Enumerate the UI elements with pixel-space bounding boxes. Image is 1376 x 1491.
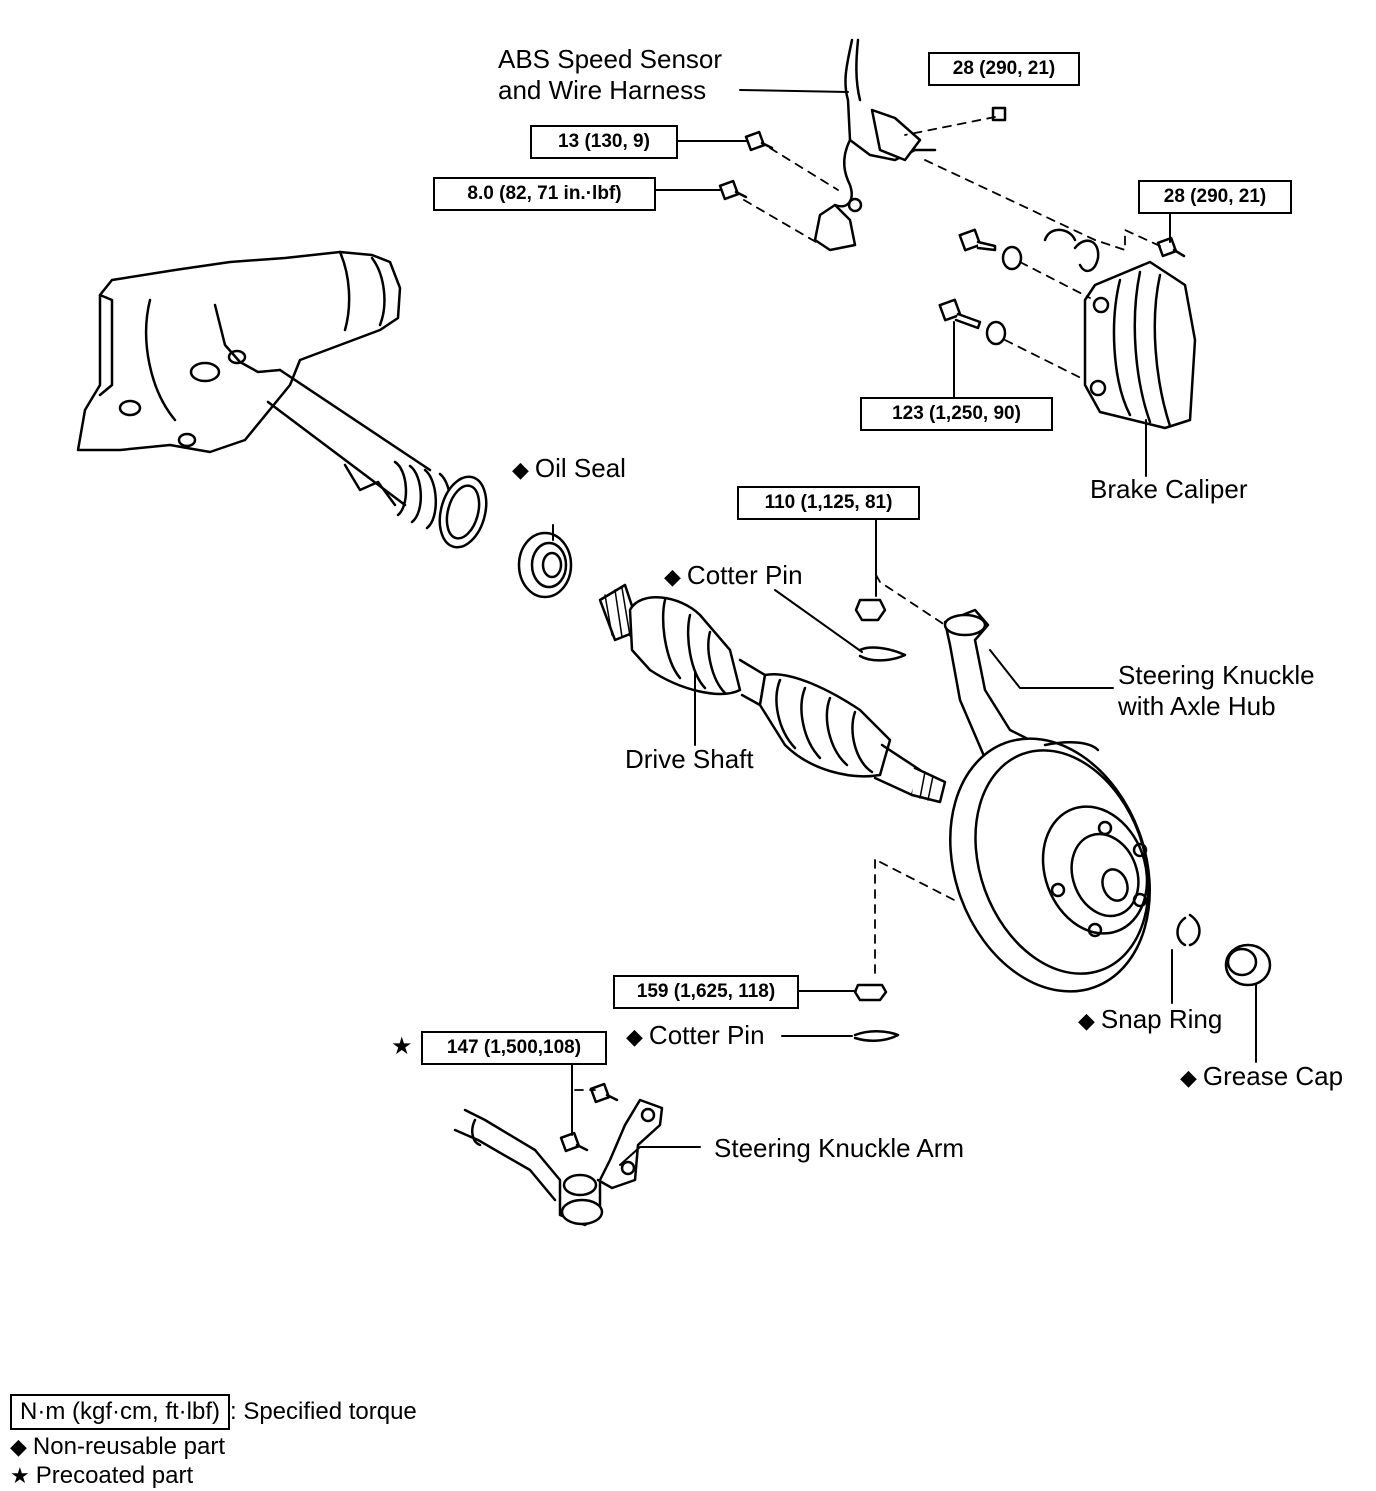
legend-precoated-text: Precoated part (35, 1462, 194, 1489)
legend-precoated-row: ★Precoated part (10, 1461, 193, 1491)
torque-box-abs-harness: 13 (130, 9) (530, 125, 678, 159)
snap-ring-text: Snap Ring (1100, 1004, 1223, 1034)
steering-knuckle-label-line1: Steering Knuckle (1118, 660, 1315, 690)
non-reusable-mark: ◆ (664, 564, 681, 589)
oil-seal-text: Oil Seal (534, 453, 626, 483)
cotter-pin-lower-text: Cotter Pin (648, 1020, 765, 1050)
knuckle-arm-part (453, 1098, 664, 1227)
legend-torque-row: N·m (kgf·cm, ft·lbf): Specified torque (10, 1394, 417, 1430)
legend-star-mark: ★ (10, 1463, 30, 1488)
non-reusable-mark: ◆ (1180, 1065, 1197, 1090)
non-reusable-mark: ◆ (512, 457, 529, 482)
precoated-star-mark: ★ (391, 1033, 413, 1060)
torque-box-upper-nut: 110 (1,125, 81) (737, 486, 920, 520)
legend-diamond-mark: ◆ (10, 1434, 27, 1459)
legend-nonreusable-row: ◆Non-reusable part (10, 1432, 225, 1462)
non-reusable-mark: ◆ (626, 1024, 643, 1049)
legend-torque-desc: : Specified torque (229, 1398, 417, 1425)
snap-ring-label: ◆Snap Ring (1078, 1004, 1222, 1036)
legend-torque-box: N·m (kgf·cm, ft·lbf) (10, 1394, 230, 1430)
brake-caliper-part (1043, 228, 1197, 430)
torque-box-caliper-bracket: 28 (290, 21) (1138, 180, 1292, 214)
torque-box-abs-sensor: 8.0 (82, 71 in.·lbf) (433, 177, 656, 211)
torque-box-caliper-bolt: 123 (1,250, 90) (860, 397, 1053, 431)
cotter-pin-upper-text: Cotter Pin (686, 560, 803, 590)
steering-knuckle-arm-label: Steering Knuckle Arm (714, 1133, 965, 1163)
oil-seal-part (517, 531, 573, 599)
grease-cap-label: ◆Grease Cap (1180, 1061, 1343, 1093)
brake-caliper-label: Brake Caliper (1090, 474, 1248, 504)
cotter-pin-upper-label: ◆Cotter Pin (664, 560, 803, 592)
abs-sensor-label-line2: and Wire Harness (498, 75, 707, 105)
fasteners (559, 106, 1272, 1153)
alignment-lines (574, 116, 1161, 1091)
non-reusable-mark: ◆ (1078, 1008, 1095, 1033)
abs-sensor-part (813, 38, 937, 252)
leader-lines (552, 89, 1257, 1166)
differential-housing (76, 250, 488, 549)
knuckle-hub-part (943, 608, 1151, 993)
oil-seal-label: ◆Oil Seal (512, 453, 626, 485)
torque-box-lower-nut: 159 (1,625, 118) (613, 975, 799, 1009)
cotter-pin-lower-label: ◆Cotter Pin (626, 1020, 765, 1052)
abs-sensor-label-line1: ABS Speed Sensor (498, 44, 723, 74)
legend-nonreusable-text: Non-reusable part (32, 1433, 226, 1460)
drive-shaft-part (598, 583, 947, 804)
grease-cap-text: Grease Cap (1202, 1061, 1344, 1091)
steering-knuckle-label-line2: with Axle Hub (1118, 691, 1276, 721)
torque-box-knuckle-arm: 147 (1,500,108) (421, 1031, 607, 1065)
drive-shaft-label: Drive Shaft (625, 744, 754, 774)
torque-box-abs-bracket: 28 (290, 21) (928, 52, 1080, 86)
